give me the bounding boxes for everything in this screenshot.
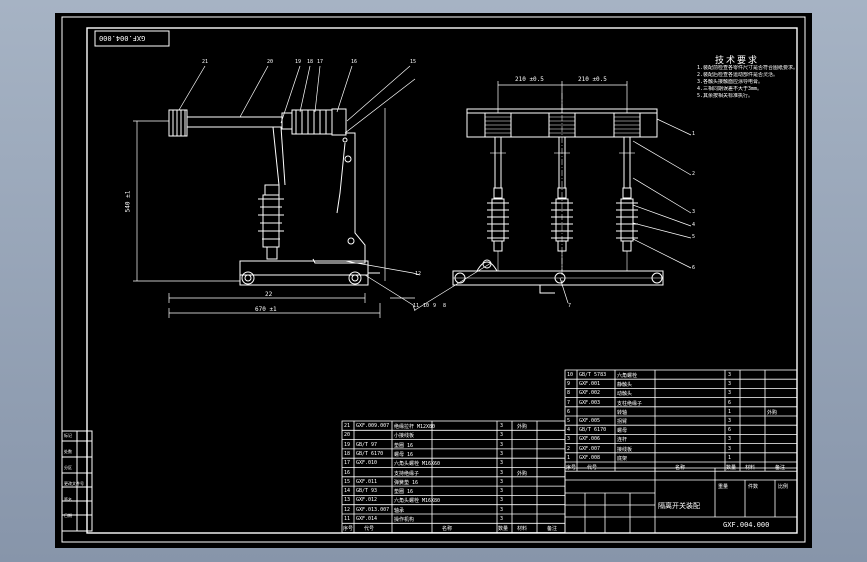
front-view: [414, 81, 692, 311]
stamp-box: [94, 30, 170, 47]
bom-right: [564, 369, 798, 472]
drawing-sheet[interactable]: GXF.004.000 技术要求 1.装配前检查各零件尺寸是否符合图纸要求。2.…: [55, 13, 812, 548]
phase-assembly: [484, 112, 512, 271]
outer-border: [61, 16, 806, 543]
drawing-svg: [61, 16, 806, 543]
phase-assembly: [613, 112, 641, 271]
phase-assembly: [548, 112, 576, 271]
inner-border: [86, 27, 798, 534]
title-block: [564, 467, 798, 534]
bom-left: [341, 420, 566, 533]
side-view: [133, 65, 421, 318]
